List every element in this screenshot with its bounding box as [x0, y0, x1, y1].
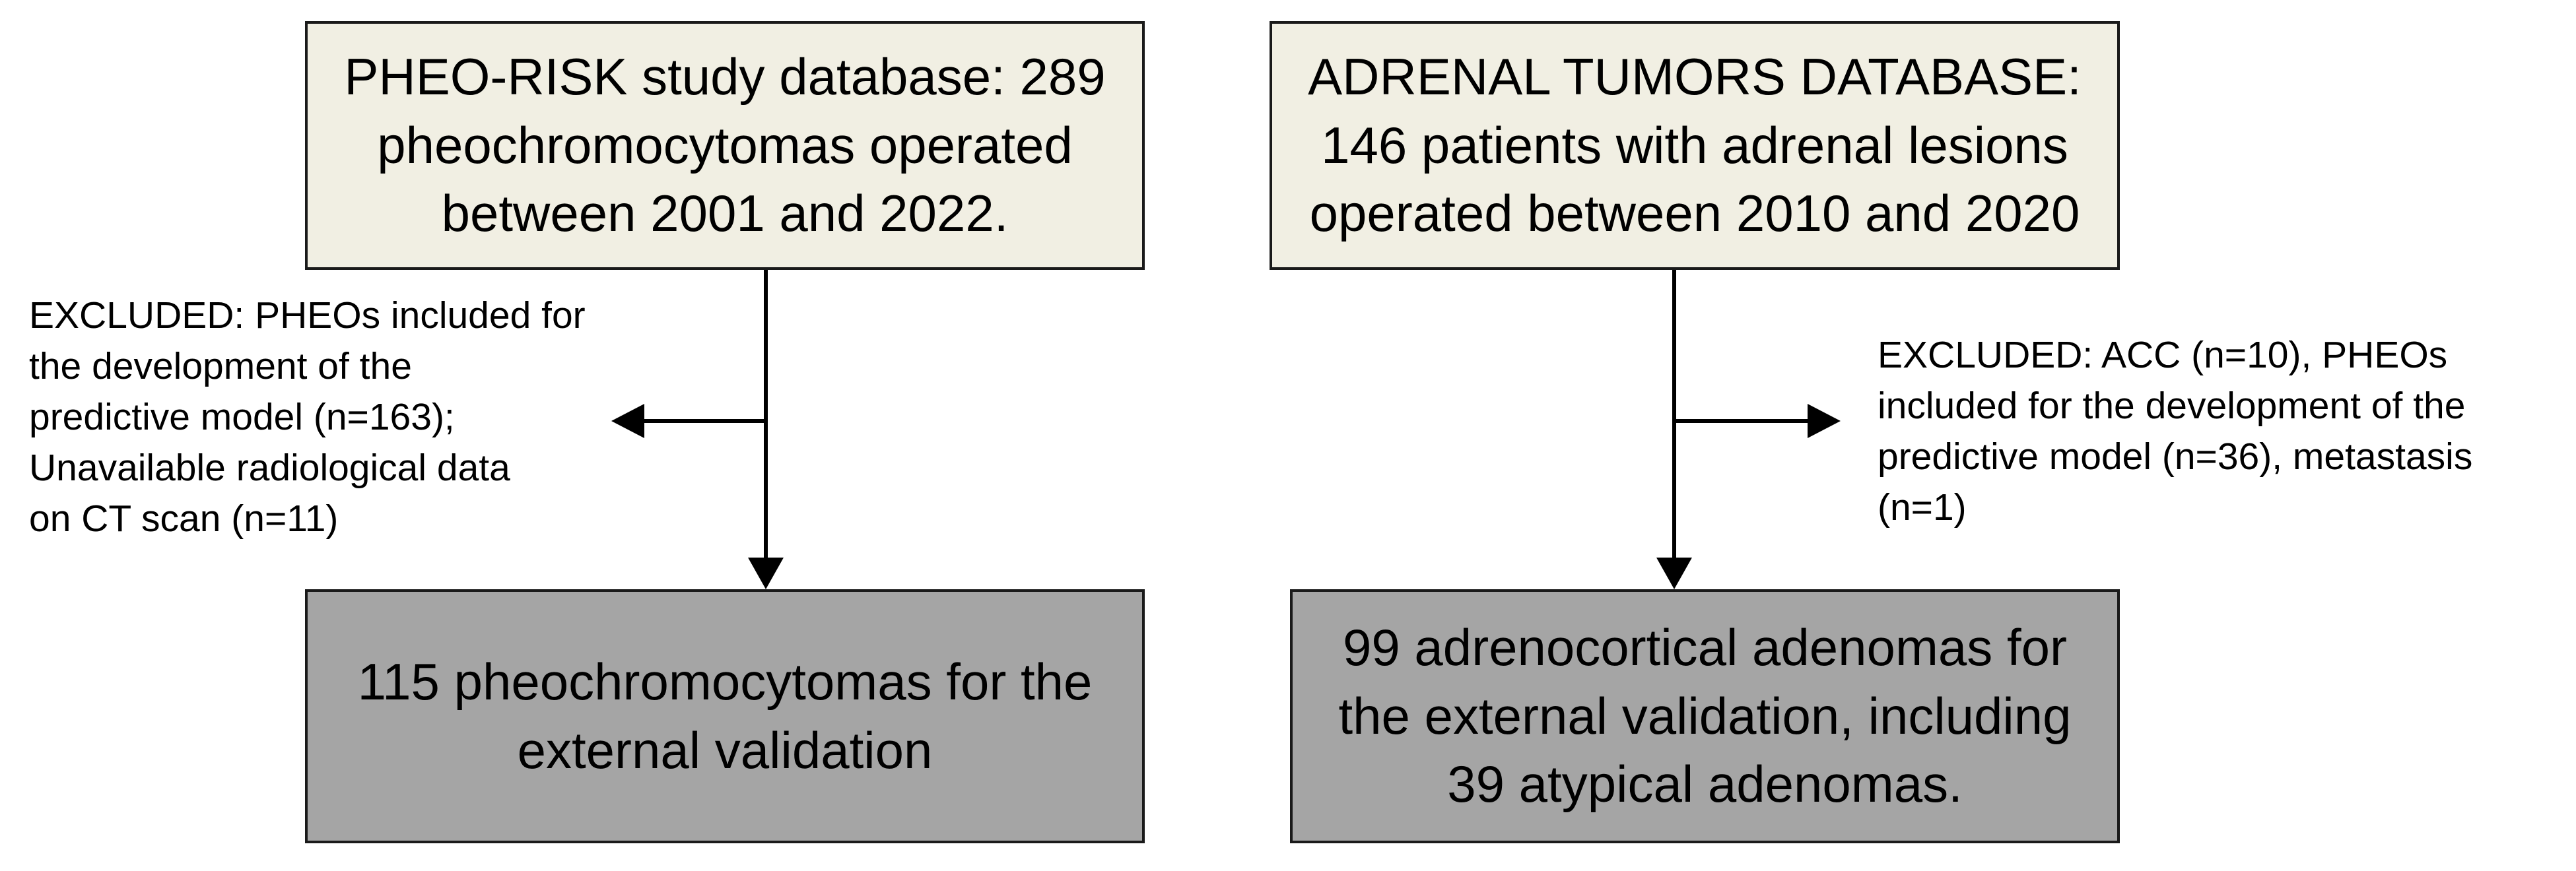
left-main-arrowhead	[748, 558, 784, 589]
right-main-arrowhead	[1656, 558, 1692, 589]
pheo-risk-database-box: PHEO-RISK study database: 289 pheochromo…	[305, 21, 1145, 270]
left-exclusion-note: EXCLUDED: PHEOs included for the develop…	[29, 294, 586, 540]
adenomas-validation-text: 99 adrenocortical adenomas for the exter…	[1338, 618, 2072, 814]
pheochromocytomas-validation-box: 115 pheochromocytomas for the external v…	[305, 589, 1145, 843]
adrenal-tumors-database-box: ADRENAL TUMORS DATABASE: 146 patients wi…	[1270, 21, 2120, 270]
adenomas-validation-box: 99 adrenocortical adenomas for the exter…	[1290, 589, 2120, 843]
right-exclusion-note: EXCLUDED: ACC (n=10), PHEOs included for…	[1878, 334, 2473, 529]
adrenal-tumors-database-text: ADRENAL TUMORS DATABASE: 146 patients wi…	[1308, 47, 2082, 243]
pheo-risk-database-text: PHEO-RISK study database: 289 pheochromo…	[344, 47, 1106, 243]
right-exclusion-arrowhead	[1808, 404, 1841, 438]
left-exclusion-arrowhead	[611, 404, 644, 438]
pheochromocytomas-validation-text: 115 pheochromocytomas for the external v…	[357, 652, 1093, 779]
